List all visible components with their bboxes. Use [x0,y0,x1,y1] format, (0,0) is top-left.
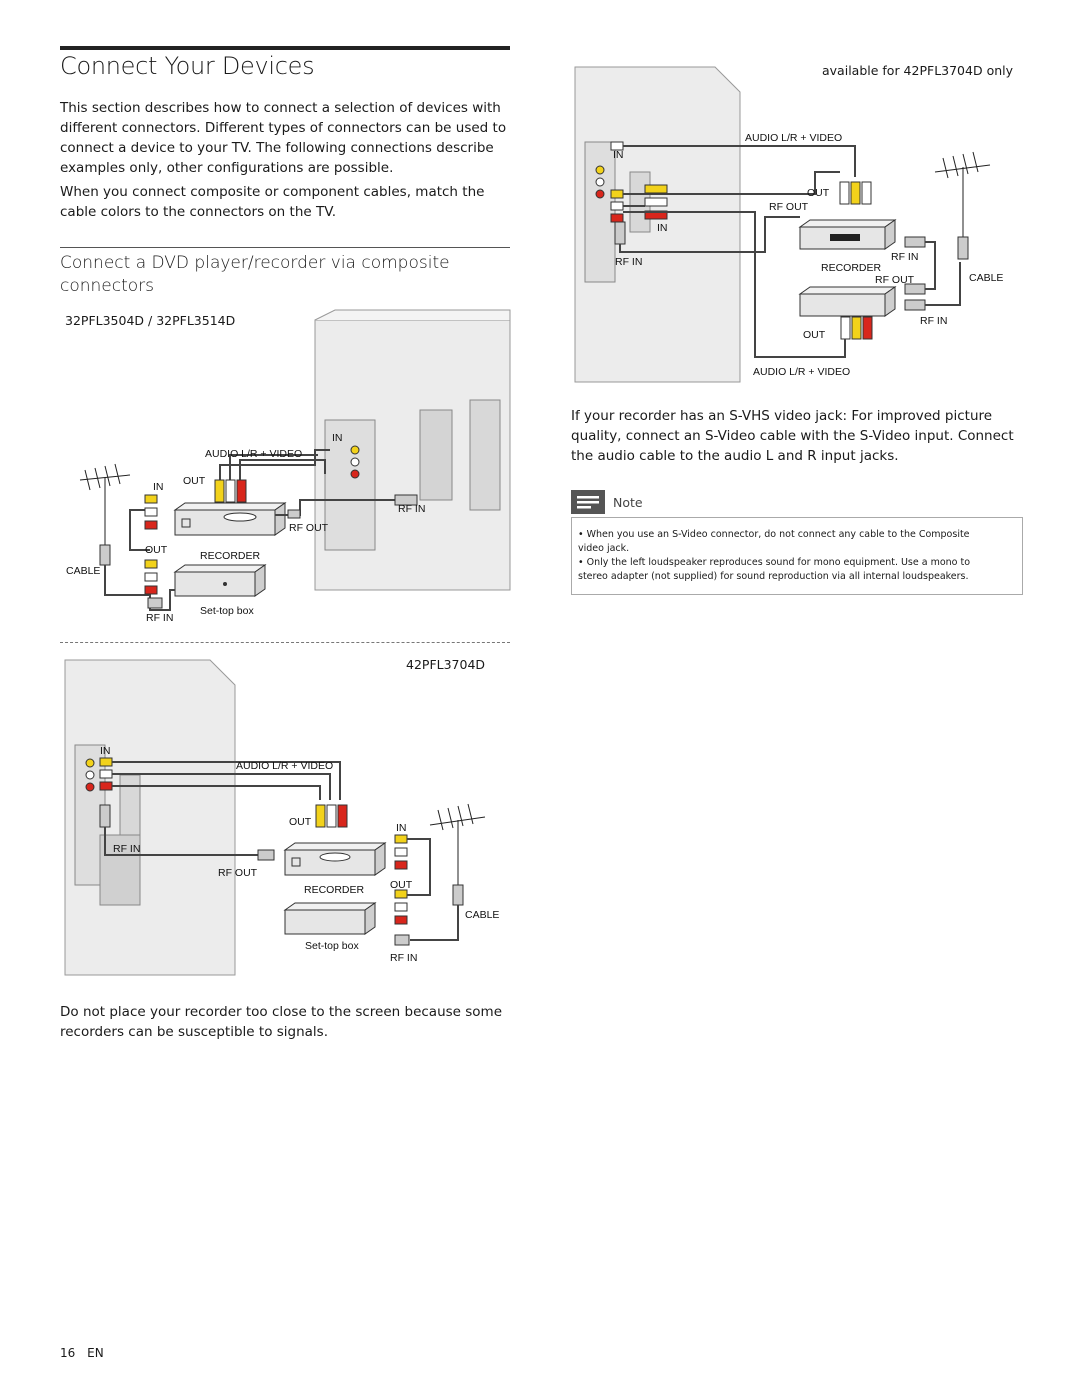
label-cable-a: CABLE [66,565,100,577]
note-box [571,517,1023,595]
label-in-right-b: IN [396,822,407,834]
note-text-1: When you use an S-Video connector, do no… [578,529,970,554]
label-cable-b: CABLE [465,909,499,921]
label-rf-out-a: RF OUT [289,522,329,534]
label-recorder-a: RECORDER [200,550,261,562]
label-in-tv-a: IN [332,432,343,444]
label-rf-in-tv-a: RF IN [398,503,425,515]
label-in2-c: IN [657,222,668,234]
label-recorder-c: RECORDER [821,262,882,274]
note-item-1: • When you use an S-Video connector, do … [578,529,970,554]
page-number: 16 [60,1346,76,1360]
label-in-b: IN [100,745,111,757]
label-rf-in-box-a: RF IN [146,612,173,624]
connection-diagram-a: AUDIO L/R + VIDEO IN OUT IN RF IN RF OUT… [66,309,511,624]
label-out2-c: OUT [803,329,826,341]
label-out2-b: OUT [390,879,413,891]
label-settop-a: Set-top box [200,605,254,617]
diagram-divider [60,642,510,643]
label-rf-in-tv-c: RF IN [615,256,642,268]
intro-paragraph-2: When you connect composite or component … [60,184,485,220]
note-heading: Note [613,495,643,510]
model-label-a: 32PFL3504D / 32PFL3514D [65,313,236,328]
availability-note: available for 42PFL3704D only [822,63,1014,78]
label-cable-c: CABLE [969,272,1003,284]
title-rule [60,46,510,50]
label-rf-in-b: RF IN [113,843,140,855]
note-text-2: Only the left loudspeaker reproduces sou… [578,557,971,582]
label-settop-b: Set-top box [305,940,359,952]
bottom-paragraph: Do not place your recorder too close to … [60,1004,503,1040]
section-heading: Connect a DVD player/recorder via compos… [60,253,450,296]
label-audio-video-b: AUDIO L/R + VIDEO [236,760,333,772]
note-item-2: • Only the left loudspeaker reproduces s… [578,557,971,582]
section-rule [60,247,510,248]
label-rf-in2-c: RF IN [920,315,947,327]
label-recorder-b: RECORDER [304,884,365,896]
note-icon [571,490,605,514]
label-out-b: OUT [289,816,312,828]
connection-diagram-b: IN AUDIO L/R + VIDEO OUT IN RF IN RF OUT… [64,659,499,976]
label-rf-in-box-b: RF IN [390,952,417,964]
intro-paragraph-1: This section describes how to connect a … [60,100,507,176]
label-audio-video-a: AUDIO L/R + VIDEO [205,448,302,460]
label-out-a: OUT [183,475,206,487]
label-in-a: IN [153,481,164,493]
note-header: Note [571,490,1021,518]
label-rf-in-c: RF IN [891,251,918,263]
svhs-paragraph: If your recorder has an S-VHS video jack… [571,408,1014,464]
label-rf-out2-c: RF OUT [875,274,915,286]
label-out-c: OUT [807,187,830,199]
label-audio-video-top-c: AUDIO L/R + VIDEO [745,132,842,144]
page-title: Connect Your Devices [60,52,315,80]
page-footer: 16 EN [60,1346,104,1360]
connection-diagram-c: AUDIO L/R + VIDEO IN OUT RF OUT IN RF IN… [574,66,1003,383]
label-audio-video-bottom-c: AUDIO L/R + VIDEO [753,366,850,378]
label-in-c: IN [613,149,624,161]
label-rf-out-b: RF OUT [218,867,258,879]
language-code: EN [87,1346,104,1360]
label-rf-out-c: RF OUT [769,201,809,213]
model-label-b: 42PFL3704D [406,657,486,672]
label-out2-a: OUT [145,544,168,556]
